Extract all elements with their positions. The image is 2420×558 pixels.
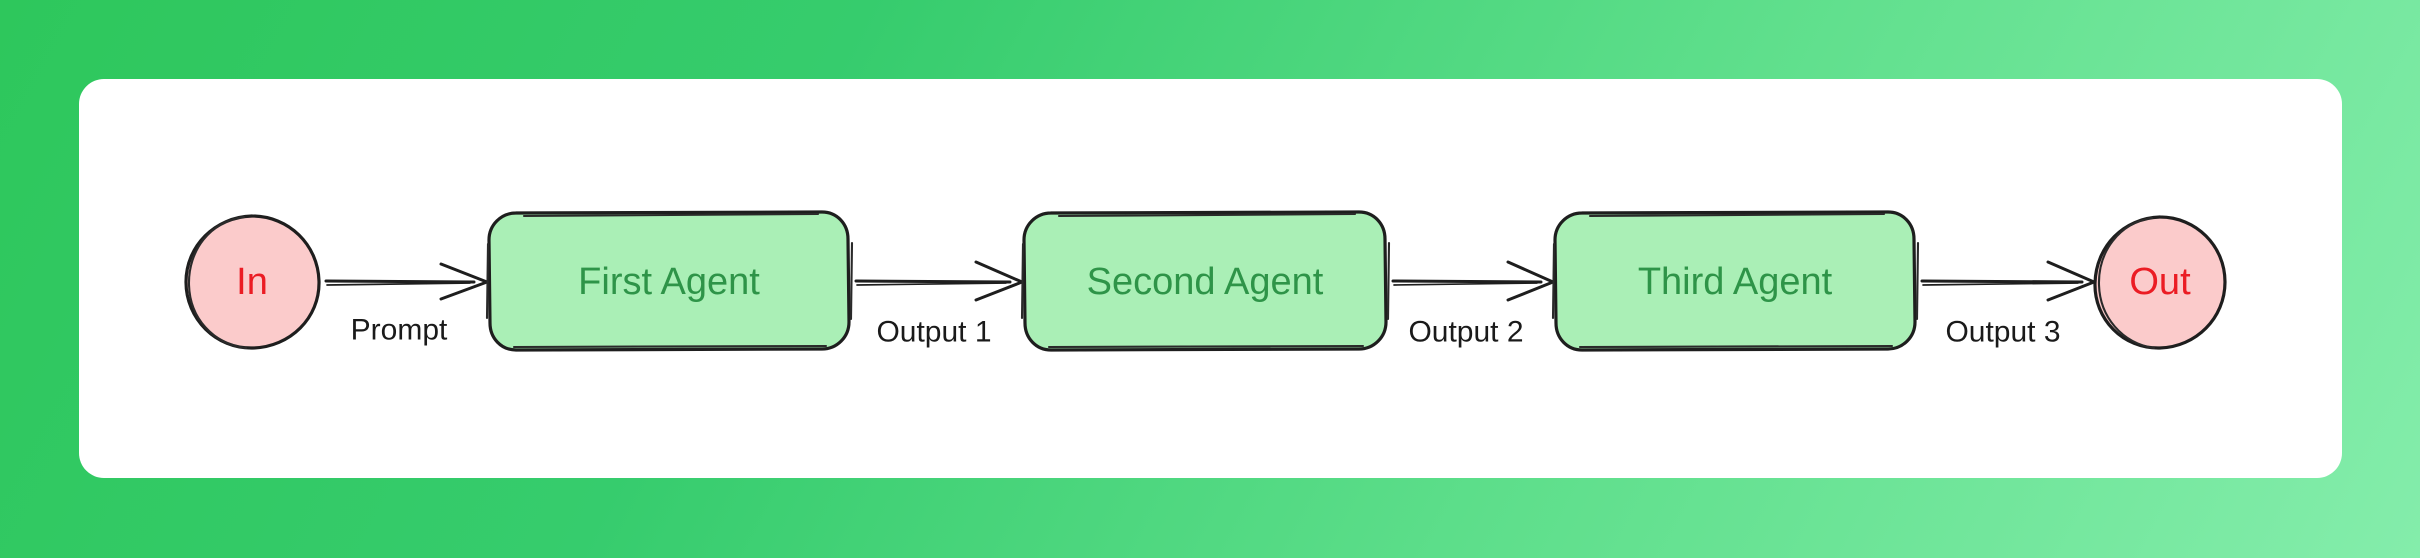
edge-4-label: Output 3 [1945,316,2060,349]
edge-4-arrowhead-bottom [2046,280,2096,302]
edge-agent2-to-agent3: Output 2 [1391,260,1555,349]
node-agent3-outline-b [1551,212,1920,349]
node-agent2-outline-b [1020,212,1391,349]
edge-1-arrowhead-top [439,262,489,284]
node-agent3[interactable]: Third Agent [1551,210,1920,352]
edge-3-arrowhead-bottom [1506,280,1555,302]
node-agent2-outline-a [1022,210,1388,352]
node-agent1-shape [490,213,848,349]
edge-4-line [1920,279,2084,284]
edge-2-line-ghost [856,282,1007,286]
edge-3-line [1391,279,1543,284]
node-agent1[interactable]: First Agent [485,210,854,352]
edge-2-line [854,279,1012,284]
edge-4-arrowhead-top [2046,260,2096,284]
edge-2-arrowhead-bottom [974,280,1024,302]
edge-1-line [324,279,476,284]
node-agent2[interactable]: Second Agent [1020,210,1391,352]
node-agent3-outline-a [1553,210,1917,352]
edge-2-arrowhead-top [974,260,1024,284]
edge-3-arrowhead-top [1506,260,1555,284]
node-out-outline-a [2093,215,2227,350]
edge-4-line-ghost [1922,282,2079,286]
node-agent1-outline-a [487,210,851,352]
edge-1-line-ghost [326,282,471,286]
edge-2-label: Output 1 [876,316,991,349]
node-agent2-shape [1025,213,1385,349]
edge-1-label: Prompt [351,314,448,347]
edge-agent1-to-agent2: Output 1 [854,260,1024,349]
edge-agent3-to-out: Output 3 [1920,260,2096,349]
node-agent1-label: First Agent [578,261,760,303]
edge-1-arrowhead-bottom [439,280,489,301]
node-in-shape [186,216,318,348]
node-out-outline-b [2097,216,2156,350]
node-agent2-label: Second Agent [1087,261,1324,303]
node-in[interactable]: In [184,214,321,350]
node-in-outline-a [184,214,321,350]
node-out[interactable]: Out [2093,215,2227,350]
edge-3-line-ghost [1393,282,1538,286]
node-in-outline-b [187,215,248,350]
edge-3-label: Output 2 [1408,316,1523,349]
node-out-shape [2095,217,2225,347]
node-out-label: Out [2129,261,2191,303]
node-in-label: In [236,261,268,303]
node-agent1-outline-b [485,212,854,349]
node-agent3-shape [1556,213,1914,349]
node-agent3-label: Third Agent [1638,261,1833,303]
edge-in-to-agent1: Prompt [324,262,489,347]
